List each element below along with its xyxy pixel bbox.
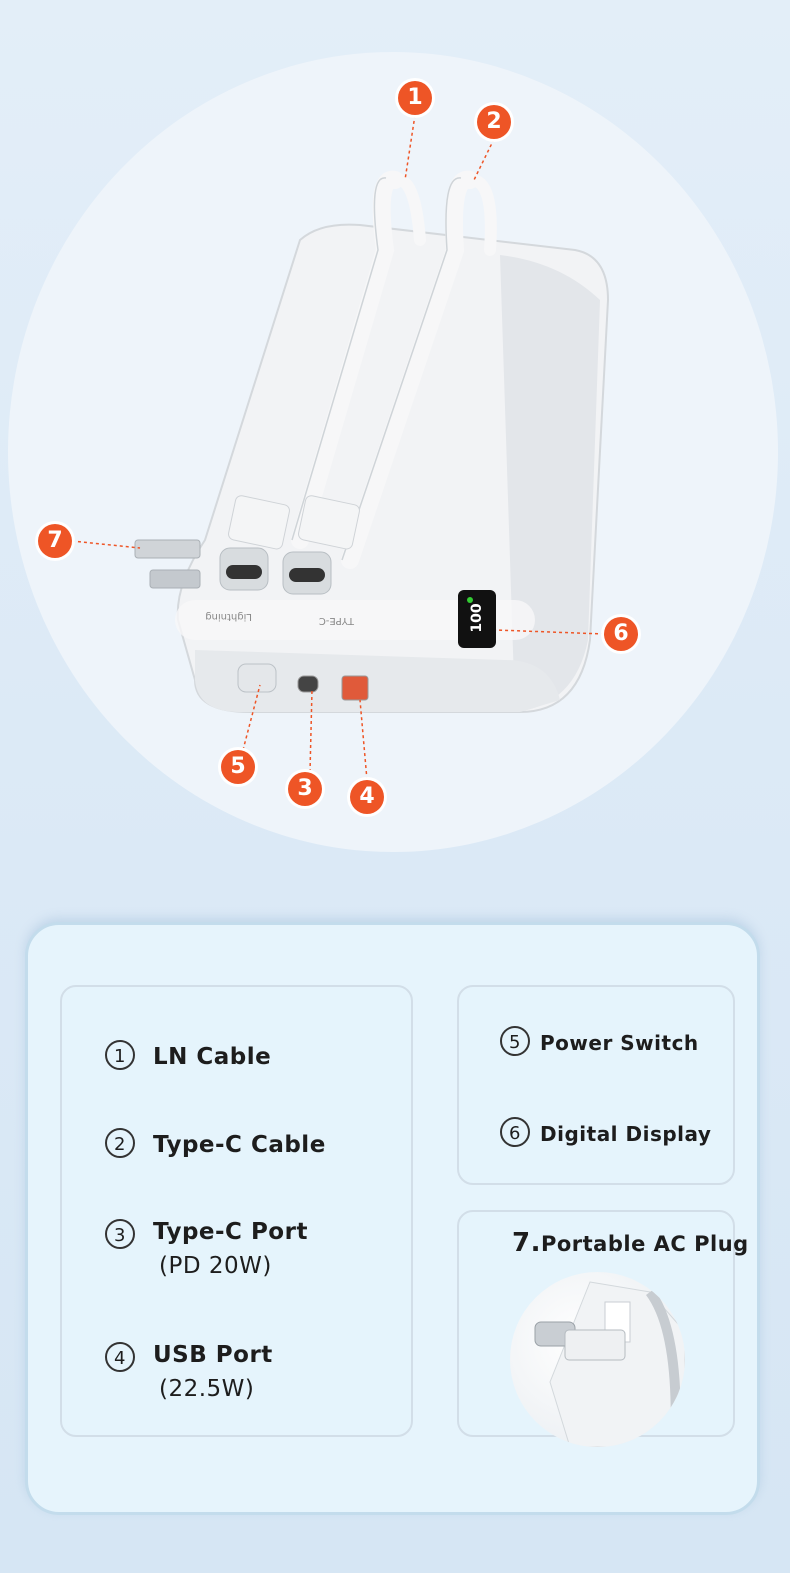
switch-display-box (457, 985, 735, 1185)
power-bank-illustration: Lightning TYPE-C 100 (71, 114, 610, 781)
callout-4: 4 (350, 780, 384, 814)
type-c-port (297, 675, 319, 693)
feature-label: Digital Display (540, 1122, 712, 1146)
feature-label: LN Cable (153, 1044, 272, 1070)
feature-label: Type-C Port (153, 1219, 308, 1245)
number-badge: 3 (105, 1219, 135, 1249)
number-badge: 5 (500, 1026, 530, 1056)
ac-plug-prongs (134, 539, 201, 589)
cable-loops (291, 170, 497, 569)
leader-lines (71, 114, 605, 781)
usb-port (341, 675, 369, 701)
feature-sublabel: (22.5W) (159, 1376, 255, 1402)
ac-plug-photo (510, 1272, 685, 1447)
callout-5: 5 (221, 750, 255, 784)
digital-display: 100 (458, 590, 496, 648)
type-c-connector-right (282, 495, 360, 595)
ac-plug-title: 7.Portable AC Plug (512, 1228, 749, 1258)
callout-7: 7 (38, 524, 72, 558)
number-badge: 1 (105, 1040, 135, 1070)
lightning-slot-label: Lightning (205, 611, 252, 622)
number-label: 7. (512, 1228, 541, 1258)
callout-1: 1 (398, 81, 432, 115)
feature-ln-cable: 1 LN Cable (105, 1040, 271, 1074)
number-badge: 6 (500, 1117, 530, 1147)
power-switch (237, 663, 277, 693)
callout-6: 6 (604, 617, 638, 651)
number-badge: 4 (105, 1342, 135, 1372)
type-c-slot-label: TYPE-C (319, 615, 355, 626)
power-bank-body (175, 223, 610, 713)
feature-label: Type-C Cable (153, 1132, 326, 1158)
feature-sublabel: (PD 20W) (159, 1253, 272, 1279)
callout-3: 3 (288, 772, 322, 806)
feature-label: Power Switch (540, 1031, 699, 1055)
number-badge: 2 (105, 1128, 135, 1158)
type-c-connector-left (219, 495, 290, 591)
cable-outline (291, 177, 462, 561)
feature-usb-port: 4 USB Port (22.5W) (105, 1338, 273, 1406)
svg-text:100: 100 (469, 603, 485, 632)
callout-2: 2 (477, 105, 511, 139)
feature-label: USB Port (153, 1342, 273, 1368)
feature-label: Portable AC Plug (540, 1232, 749, 1256)
feature-type-c-port: 3 Type-C Port (PD 20W) (105, 1215, 308, 1283)
feature-type-c-cable: 2 Type-C Cable (105, 1128, 326, 1162)
feature-digital-display: 6 Digital Display (500, 1117, 711, 1151)
feature-power-switch: 5 Power Switch (500, 1026, 699, 1060)
